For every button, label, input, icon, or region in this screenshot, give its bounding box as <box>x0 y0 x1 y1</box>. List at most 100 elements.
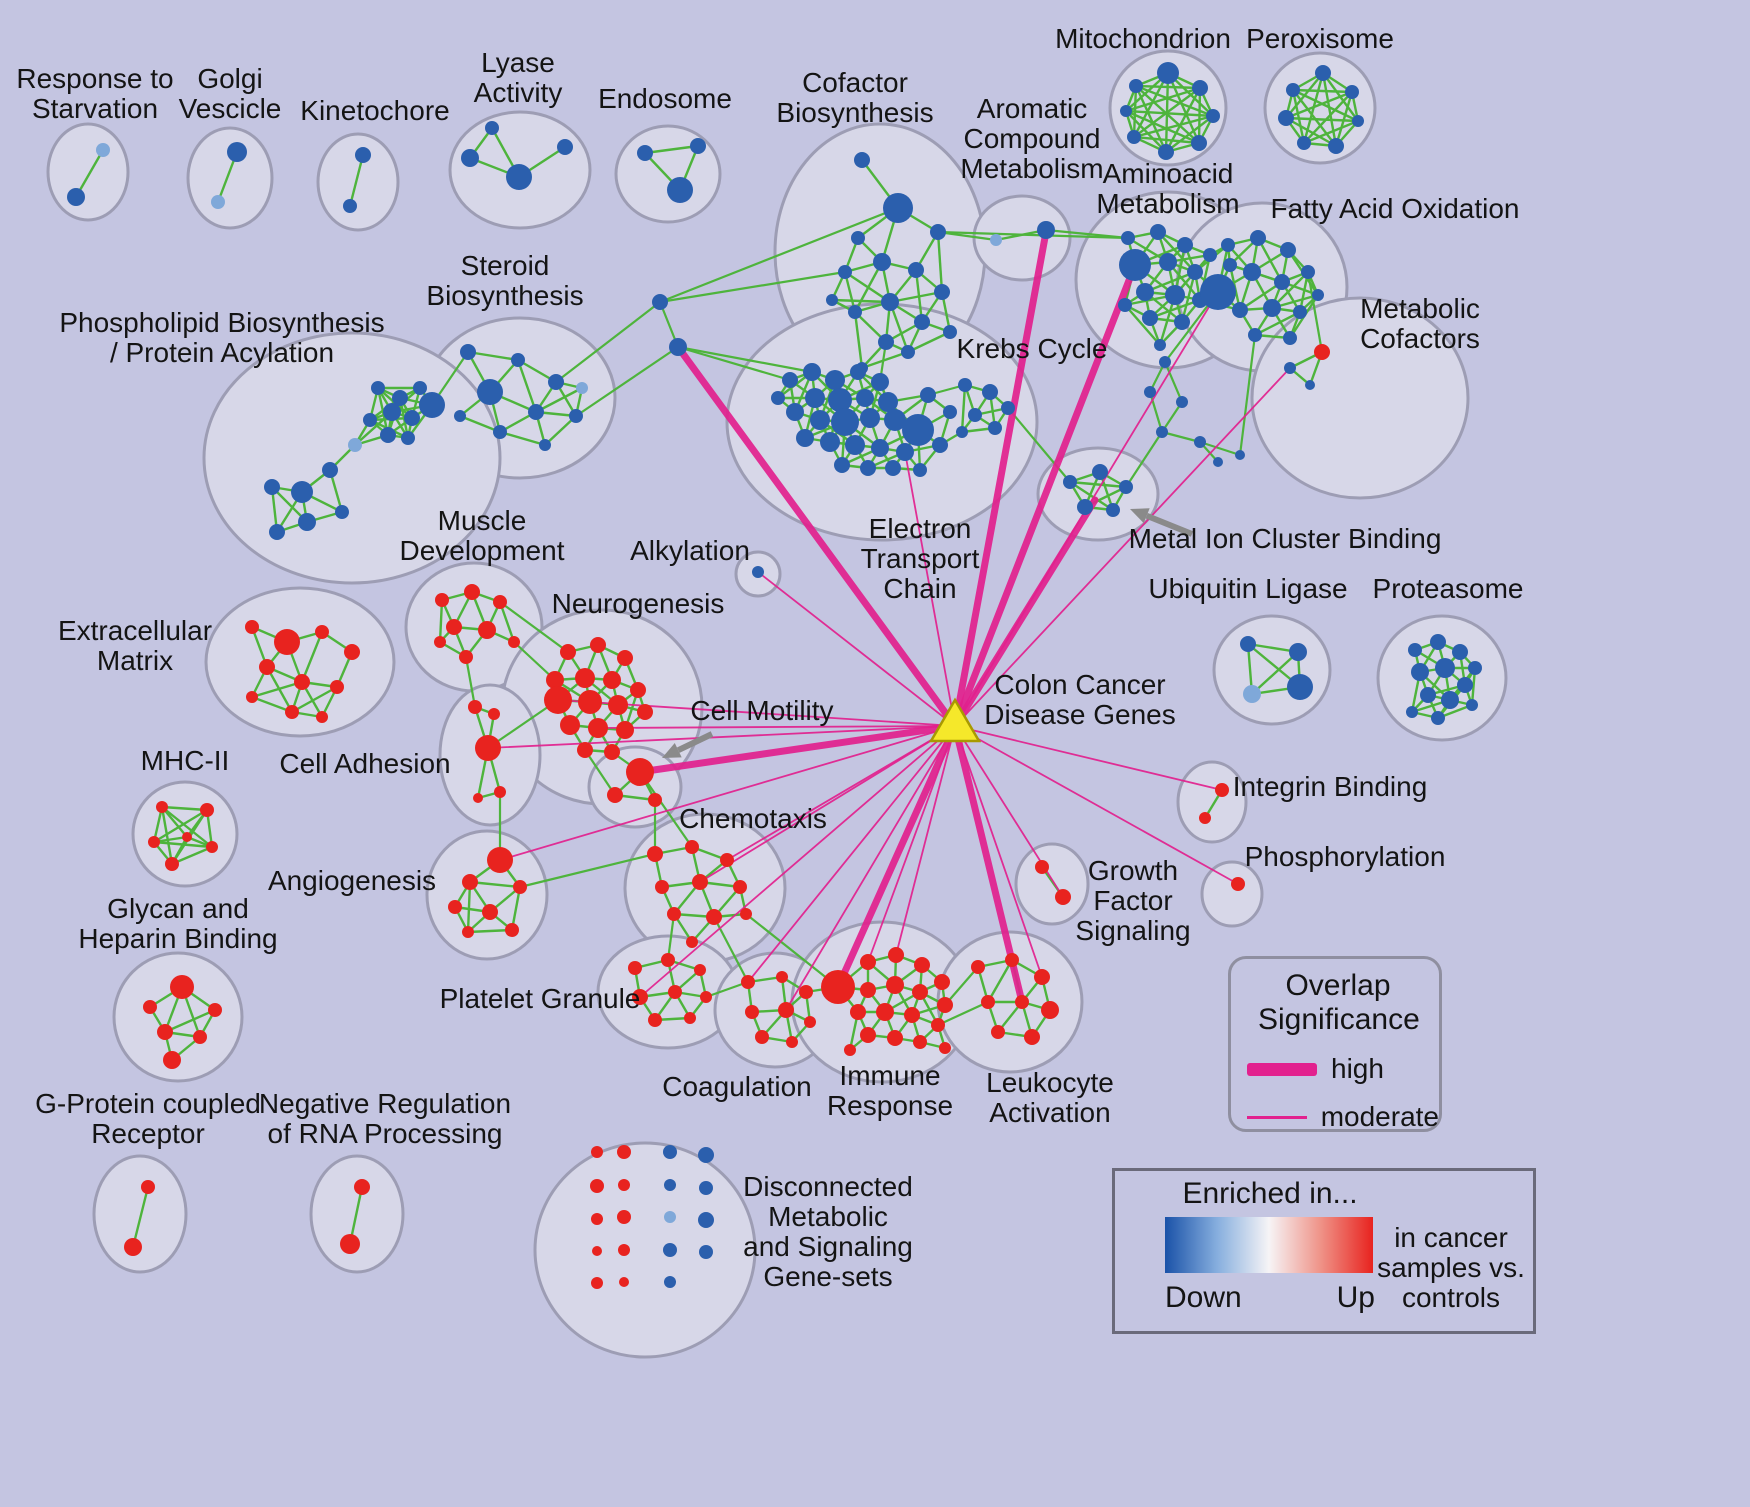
gene-set-node <box>1192 80 1208 96</box>
gene-set-node <box>825 370 845 390</box>
gene-set-node <box>539 439 551 451</box>
gene-set-node <box>934 284 950 300</box>
gene-set-node <box>163 1051 181 1069</box>
gene-set-node <box>592 1246 602 1256</box>
gene-set-node <box>828 388 852 412</box>
gene-set-node <box>1121 231 1135 245</box>
gene-set-node <box>1283 331 1297 345</box>
gene-set-node <box>1441 691 1459 709</box>
gene-set-edge <box>161 806 188 838</box>
gene-set-node <box>340 1234 360 1254</box>
gene-set-node <box>1243 685 1261 703</box>
gene-set-node <box>1106 503 1120 517</box>
gene-set-node <box>637 704 653 720</box>
overlap-edge-moderate <box>487 725 956 749</box>
gene-set-edge <box>677 345 791 382</box>
gene-set-edge <box>467 350 519 362</box>
gene-set-edge <box>153 808 208 844</box>
cluster-disconnected-gene-sets <box>533 1141 757 1359</box>
gene-set-node <box>604 744 620 760</box>
label-endosome: Endosome <box>598 83 732 114</box>
gene-set-node <box>661 953 675 967</box>
high-significance-line-swatch <box>1247 1062 1317 1076</box>
gene-set-node <box>831 408 859 436</box>
gene-set-node <box>1345 85 1359 99</box>
overlap-edge-moderate <box>895 725 956 956</box>
gene-set-node <box>335 505 349 519</box>
gene-set-node <box>577 742 593 758</box>
gene-set-node <box>1119 249 1151 281</box>
gene-set-node <box>569 409 583 423</box>
gene-set-node <box>274 629 300 655</box>
gene-set-node <box>1280 242 1296 258</box>
gene-set-node <box>1328 138 1344 154</box>
gene-set-node <box>860 982 876 998</box>
gene-set-node <box>826 294 838 306</box>
gene-set-edge <box>1291 89 1306 144</box>
gene-set-edge <box>831 298 891 304</box>
label-krebs-cycle: Krebs Cycle <box>957 333 1108 364</box>
cluster-growth-factor-signaling <box>1014 842 1090 926</box>
gene-set-node <box>878 334 894 350</box>
gene-set-node <box>1287 674 1313 700</box>
gene-set-node <box>413 381 427 395</box>
gene-set-node <box>560 715 580 735</box>
label-cell-motility: Cell Motility <box>690 695 833 726</box>
label-proteasome: Proteasome <box>1373 573 1524 604</box>
label-platelet-granule: Platelet Granule <box>440 983 641 1014</box>
gene-set-node <box>468 700 482 714</box>
gene-set-node <box>157 1024 173 1040</box>
gene-set-node <box>755 1030 769 1044</box>
gene-set-node <box>778 1002 794 1018</box>
gene-set-node <box>246 691 258 703</box>
gene-set-node <box>404 410 420 426</box>
gene-set-node <box>860 460 876 476</box>
gene-set-node <box>1408 643 1422 657</box>
gene-set-edge <box>499 430 546 447</box>
gene-set-node <box>1015 995 1029 1009</box>
gene-set-edge <box>466 881 472 933</box>
gene-set-node <box>881 293 899 311</box>
gene-set-edge <box>1125 431 1163 488</box>
gene-set-node <box>245 620 259 634</box>
gene-set-node <box>435 593 449 607</box>
gene-set-node <box>1289 643 1307 661</box>
gene-set-node <box>1213 457 1223 467</box>
gene-set-node <box>648 793 662 807</box>
gene-set-node <box>740 908 752 920</box>
gene-set-edge <box>1285 72 1324 119</box>
gene-set-node <box>871 373 889 391</box>
gene-set-node <box>982 384 998 400</box>
gene-set-node <box>505 923 519 937</box>
label-alkylation: Alkylation <box>630 535 750 566</box>
gene-set-node <box>854 152 870 168</box>
gene-set-edge <box>1303 119 1359 145</box>
gene-set-node <box>546 671 564 689</box>
gene-set-node <box>1278 110 1294 126</box>
gene-set-edge <box>131 1186 150 1248</box>
gene-set-edge <box>666 913 676 961</box>
gene-set-node <box>591 1213 603 1225</box>
gene-set-edge <box>677 345 813 374</box>
gene-set-node <box>648 1013 662 1027</box>
gene-set-node <box>1435 658 1455 678</box>
metal-ion-pointer-shaft <box>1145 512 1194 537</box>
gene-set-node <box>343 199 357 213</box>
gene-set-node <box>211 195 225 209</box>
gene-set-node <box>1187 264 1203 280</box>
gene-set-node <box>148 836 160 848</box>
gene-set-node <box>856 389 874 407</box>
gene-set-node <box>1420 687 1436 703</box>
gene-set-node <box>931 1018 945 1032</box>
gene-set-node <box>664 1276 676 1288</box>
gene-set-node <box>617 650 633 666</box>
gene-set-edge <box>1321 72 1338 147</box>
gene-set-node <box>844 1044 856 1056</box>
legend-up-label: Up <box>1336 1281 1375 1314</box>
gene-set-node <box>720 853 734 867</box>
